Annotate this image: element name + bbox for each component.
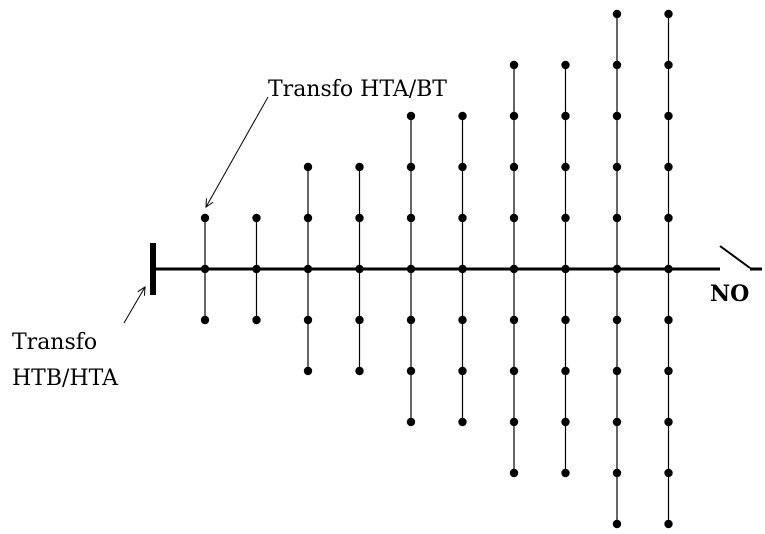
htb-hta-label-line1: Transfo [12,330,97,355]
hta-bt-transformer-node [458,315,467,325]
hta-bt-transformer-node [664,60,673,70]
hta-bt-transformer-node [612,60,622,70]
hta-bt-transformer-node [509,213,519,223]
hta-bt-transformer-node [303,162,313,172]
hta-bt-pointer-arrow [206,96,269,207]
hta-bt-transformer-node [561,417,570,427]
hta-bt-transformer-node [458,111,467,121]
feeder-junction-node [252,264,261,274]
hta-bt-transformer-node [664,9,673,19]
hta-bt-transformer-node [509,366,519,376]
feeder-junction-node [458,264,467,274]
normally-open-switch [719,245,751,269]
hta-bt-transformer-node [612,315,622,325]
hta-bt-transformer-node [509,315,519,325]
hta-bt-transformer-node [664,213,673,223]
hta-bt-transformer-node [406,213,416,223]
hta-bt-transformer-node [664,417,673,427]
hta-bt-transformer-node [406,366,416,376]
htb-hta-pointer-arrow [123,287,145,324]
feeder-junction-node [509,264,519,274]
hta-bt-transformer-node [355,366,364,376]
feeder-junction-node [612,264,622,274]
hta-bt-transformer-node [200,213,210,223]
hta-bt-transformer-node [612,468,622,478]
switch-state-label: NO [710,281,749,307]
feeder-junction-node [406,264,416,274]
hta-bt-transformer-node [406,162,416,172]
hta-bt-transformer-node [561,213,570,223]
hta-bt-transformer-node [612,519,622,529]
hta-bt-transformer-node [664,315,673,325]
hta-bt-transformer-node [509,60,519,70]
hta-bt-transformer-node [561,366,570,376]
feeder-junction-node [664,264,673,274]
hta-bt-transformer-node [509,468,519,478]
hta-bt-transformer-node [303,366,313,376]
hta-bt-transformer-node [664,111,673,121]
hta-bt-transformer-node [458,366,467,376]
hta-bt-transformer-node [509,111,519,121]
feeder-junction-node [561,264,570,274]
hta-bt-transformer-node [561,111,570,121]
feeder-junction-node [355,264,364,274]
hta-bt-transformer-node [664,366,673,376]
hta-bt-transformer-node [561,60,570,70]
feeder-junction-node [200,264,210,274]
htb-hta-label-line2: HTB/HTA [12,366,119,391]
hta-bt-transformer-node [458,213,467,223]
hta-bt-transformer-node [664,519,673,529]
hta-bt-transformer-node [200,315,210,325]
hta-bt-transformer-node [561,468,570,478]
hta-bt-transformer-node [355,162,364,172]
hta-bt-transformer-node [252,315,261,325]
hta-bt-transformer-node [458,162,467,172]
hta-bt-transformer-node [252,213,261,223]
hta-bt-transformer-node [612,162,622,172]
hta-bt-transformer-node [458,417,467,427]
lateral-branches [200,9,673,529]
hta-bt-transformer-node [406,417,416,427]
hta-bt-transformer-node [612,417,622,427]
feeder-junction-node [303,264,313,274]
hta-bt-transformer-node [509,162,519,172]
hta-bt-transformer-node [561,315,570,325]
hta-bt-transformer-node [355,315,364,325]
hta-bt-transformer-node [612,213,622,223]
hta-bt-transformer-node [561,162,570,172]
hta-bt-transformer-node [355,213,364,223]
hta-bt-transformer-node [509,417,519,427]
hta-bt-transformer-node [612,366,622,376]
hta-bt-transformer-node [406,315,416,325]
hta-bt-transformer-node [664,468,673,478]
hta-bt-transformer-node [406,111,416,121]
hta-bt-transformer-node [612,9,622,19]
hta-bt-transformer-node [303,315,313,325]
hta-bt-label: Transfo HTA/BT [268,77,447,102]
hta-bt-transformer-node [303,213,313,223]
hta-bt-transformer-node [664,162,673,172]
hta-bt-transformer-node [612,111,622,121]
